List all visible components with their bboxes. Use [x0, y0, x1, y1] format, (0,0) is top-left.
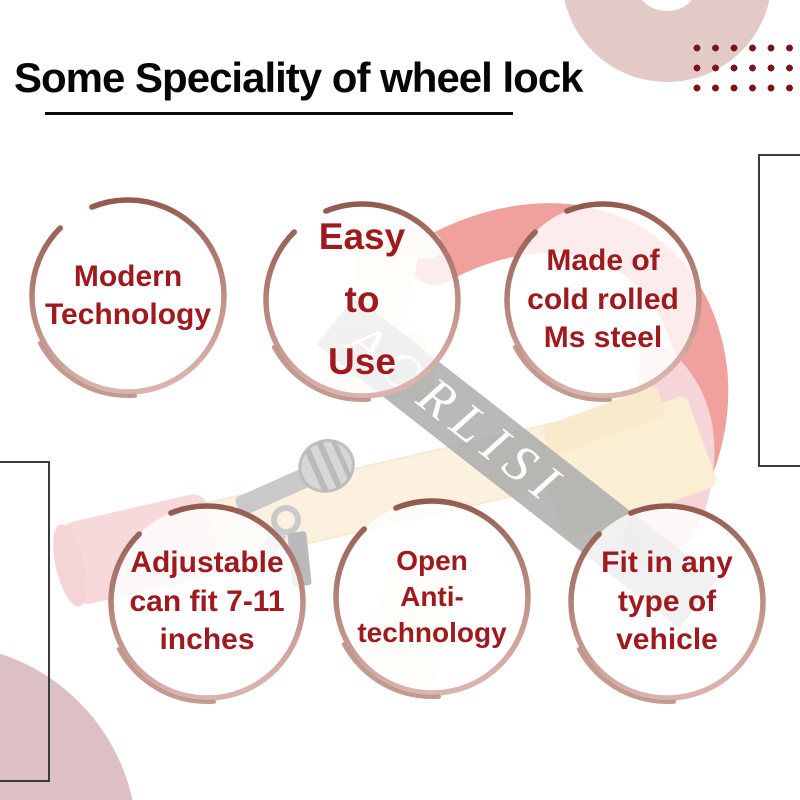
- pink-corner-circle: [0, 653, 133, 800]
- bubble-ring: [260, 198, 464, 402]
- feature-bubble-modern-technology: Modern Technology: [23, 191, 233, 401]
- feature-line: Adjustable: [130, 546, 284, 580]
- feature-line: Fit in any: [601, 546, 733, 580]
- feature-label: Made of cold rolled Ms steel: [498, 195, 708, 405]
- feature-bubble-cold-rolled-steel: Made of cold rolled Ms steel: [498, 195, 708, 405]
- feature-bubble-open-anti-technology: Open Anti- technology: [327, 492, 537, 702]
- feature-line: Technology: [44, 298, 212, 331]
- left-frame-rectangle: [0, 461, 50, 782]
- right-frame-rectangle: [758, 154, 800, 467]
- feature-label: Adjustable can fit 7-11 inches: [102, 497, 312, 707]
- bubble-ring: [501, 198, 705, 402]
- feature-label: Open Anti- technology: [327, 492, 537, 702]
- feature-line: technology: [357, 616, 507, 648]
- feature-bubble-fit-any-vehicle: Fit in any type of vehicle: [562, 497, 772, 707]
- bubble-ring: [565, 500, 769, 704]
- feature-line: can fit 7-11: [129, 584, 285, 618]
- feature-line: Anti-: [400, 581, 464, 613]
- bubble-ring: [26, 194, 230, 398]
- feature-line: inches: [159, 623, 255, 657]
- feature-line: Use: [328, 341, 396, 383]
- feature-label: Modern Technology: [23, 191, 233, 401]
- feature-line: type of: [617, 584, 717, 618]
- feature-line: to: [344, 278, 380, 320]
- title-underline: [45, 112, 513, 115]
- feature-line: Modern: [73, 259, 183, 293]
- bubble-ring: [330, 495, 534, 699]
- feature-bubble-easy-to-use: Easy to Use: [257, 195, 467, 405]
- feature-line: cold rolled: [527, 282, 679, 316]
- donut-shape: [564, 0, 770, 82]
- feature-line: Easy: [318, 215, 406, 257]
- feature-bubble-adjustable-fit: Adjustable can fit 7-11 inches: [102, 497, 312, 707]
- lock-body-right: [535, 386, 717, 538]
- bubble-ring: [105, 500, 309, 704]
- feature-line: vehicle: [616, 623, 718, 657]
- lock-cylinder: [235, 439, 355, 516]
- feature-label: Fit in any type of vehicle: [562, 497, 772, 707]
- dots-pattern: [688, 38, 800, 98]
- feature-label: Easy to Use: [257, 195, 467, 405]
- lock-shadow: [613, 465, 697, 499]
- page-title: Some Speciality of wheel lock: [14, 54, 584, 101]
- feature-line: Open: [396, 545, 468, 577]
- feature-line: Made of: [546, 244, 660, 278]
- feature-line: Ms steel: [543, 321, 663, 355]
